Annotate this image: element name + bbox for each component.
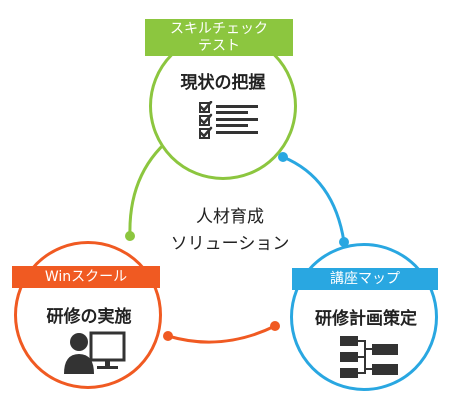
flowchart-icon	[340, 336, 398, 378]
arc-dot	[125, 231, 135, 241]
node-tag-left: Winスクール	[12, 266, 160, 288]
arc-left-to-right	[167, 324, 276, 344]
arc-dot	[163, 331, 173, 341]
center-label: 人材育成 ソリューション	[150, 204, 310, 258]
person-at-computer-icon	[64, 331, 126, 374]
node-title-right: 研修計画策定	[315, 309, 417, 329]
node-tag-top-line1: スキルチェック	[170, 21, 268, 37]
arc-dot	[270, 321, 280, 331]
center-label-line2: ソリューション	[170, 234, 290, 254]
node-title-top: 現状の把握	[180, 73, 266, 93]
node-tag-top-line2: テスト	[198, 38, 240, 54]
center-label-line1: 人材育成	[196, 207, 264, 227]
arc-top-to-right	[282, 155, 346, 243]
node-title-left: 研修の実施	[46, 307, 132, 327]
checklist-icon	[199, 101, 258, 139]
node-tag-right: 講座マップ	[292, 268, 438, 290]
arc-dot	[278, 152, 288, 162]
node-tag-top: スキルチェック テスト	[145, 19, 293, 56]
